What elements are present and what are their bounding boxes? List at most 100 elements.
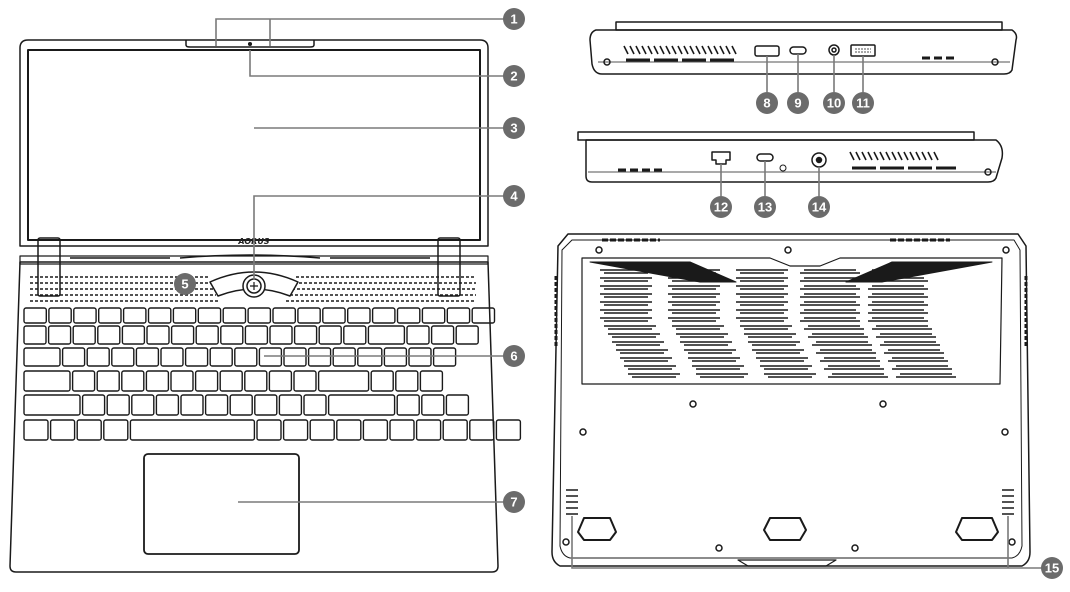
keyboard-key [195,325,219,345]
vent-slot [868,309,928,314]
vent-slot [800,301,860,306]
keyboard-key [471,307,496,324]
keyboard-key [336,419,362,441]
vent-slot [736,277,788,282]
vent-slot [812,341,872,346]
keyboard-key [421,307,446,324]
keyboard-key [71,370,96,392]
vent-slot [804,325,864,330]
bottom-chassis [551,233,1031,567]
keyboard-key [146,325,170,345]
keyboard-key [103,419,129,441]
keyboard-key [317,370,370,392]
keyboard-key [23,370,71,392]
keyboard-key [129,419,256,441]
vent-slot [692,365,744,370]
keyboard-key [469,419,495,441]
keyboard-key [222,307,247,324]
vent-slot [668,285,720,290]
vent-slot [888,357,948,362]
svg-text:14: 14 [812,200,827,215]
keyboard-key [23,419,49,441]
vent-slot [600,301,652,306]
svg-text:12: 12 [714,200,728,215]
leader-4 [253,195,504,280]
keyboard-key [446,307,471,324]
vent-slot [740,325,792,330]
side-lid-2 [577,131,975,141]
keyboard-key [23,347,61,367]
vent-slot [628,373,680,378]
keyboard-key [72,325,96,345]
keyboard-key [445,394,470,416]
power-button [209,271,299,298]
callout-3: 3 [503,117,525,139]
vent-slot [748,341,800,346]
vent-slot [884,349,944,354]
vent-slot [604,325,656,330]
hinge-detail [70,254,430,259]
keyboard-key [48,307,72,324]
keyboard-key [197,307,222,324]
keyboard-key [81,394,106,416]
side-lid-1 [615,21,1003,31]
keyboard-key [396,307,421,324]
vent-slot [736,269,788,274]
keyboard-key [283,347,307,367]
keyboard-key [272,307,296,324]
vent-slot [676,333,728,338]
keyboard-key [278,394,303,416]
keyboard-key [204,394,229,416]
side-vent-2 [618,151,956,172]
keyboard-key [347,307,371,324]
vent-slot [672,325,724,330]
vent-slot [828,373,888,378]
vent-slot [868,301,928,306]
vent-slot [600,285,652,290]
keyboard-key [357,347,383,367]
vent-slot [612,341,664,346]
keyboard-key [86,347,110,367]
callout-4: 4 [503,185,525,207]
laptop-bottom-view [551,233,1031,567]
vent-slot [764,373,816,378]
vent-wedge [589,261,737,283]
vent-slot [600,293,652,298]
callout-7: 7 [503,491,525,513]
svg-text:3: 3 [510,121,517,136]
vent-slot [824,365,884,370]
keyboard-key [406,325,430,345]
vent-slot [808,333,868,338]
vent-slot [736,301,788,306]
speaker-grille-right [286,276,476,302]
usb-a-port [850,44,876,57]
vent-wedge [845,261,993,283]
svg-text:6: 6 [510,349,517,364]
vent-slot [872,325,932,330]
keyboard-key [145,370,170,392]
vent-slot [800,285,860,290]
vent-slot [668,317,720,322]
svg-text:4: 4 [510,189,518,204]
keyboard-key [383,347,408,367]
base-deck [9,261,499,573]
laptop-right-side-view [577,131,1004,183]
svg-text:8: 8 [763,96,770,111]
callout-8: 8 [756,92,778,114]
keyboard-key [122,307,147,324]
keyboard-key [293,325,318,345]
callout-11: 11 [852,92,874,114]
keyboard-key [106,394,130,416]
keyboard-key [256,419,282,441]
vent-slot [760,365,812,370]
bottom-vent-slots [589,261,993,378]
keyboard-key [343,325,367,345]
keyboard-key [297,307,321,324]
vent-slot [800,317,860,322]
keyboard-key [23,394,81,416]
keyboard-key [147,307,172,324]
vent-slot [624,365,676,370]
keyboard-key [219,370,243,392]
keyboard-key [370,370,394,392]
